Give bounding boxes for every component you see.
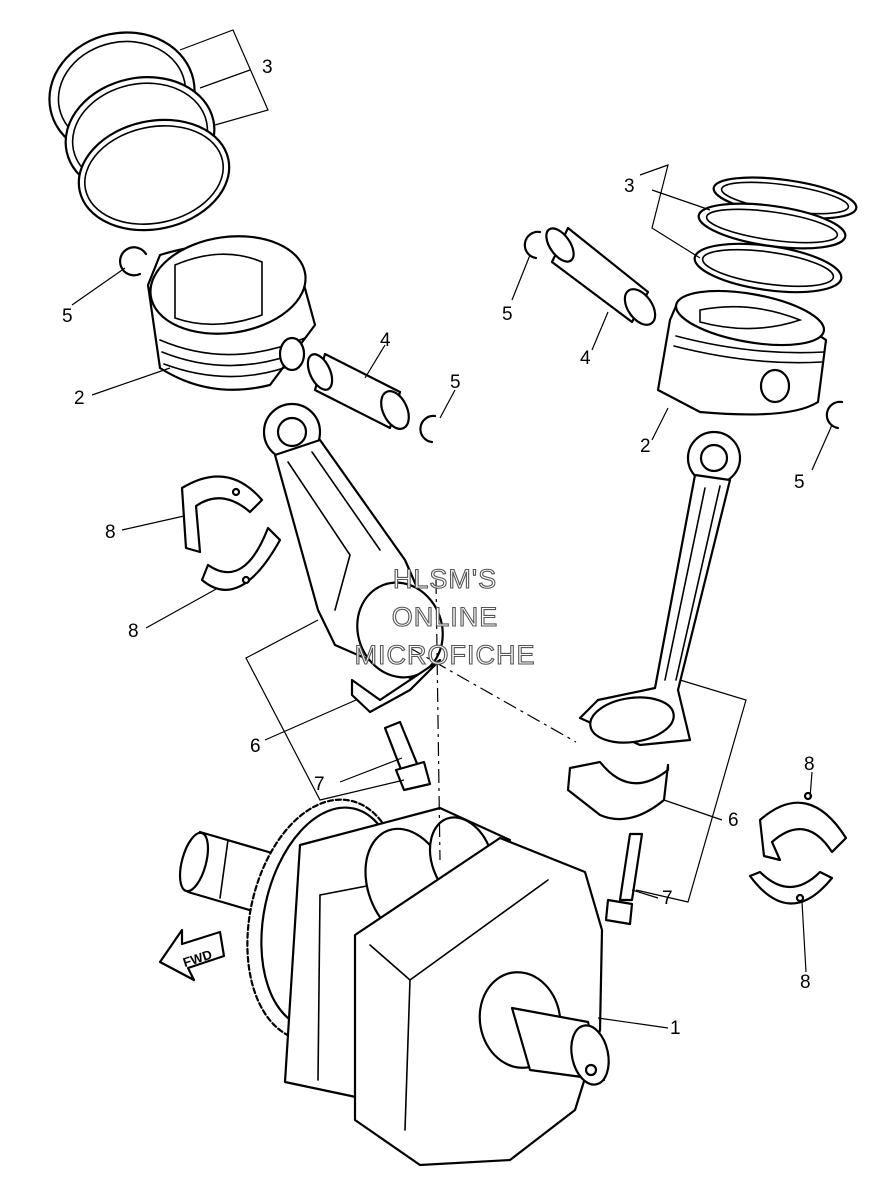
callout-conrod-right: 6 [728, 810, 739, 831]
callout-pin-right: 4 [580, 348, 591, 369]
bearing-shells-right [748, 791, 848, 905]
callout-ring-right: 3 [624, 176, 635, 197]
callout-conrod-left: 6 [250, 736, 261, 757]
circlip-right-a [523, 230, 542, 260]
callout-pin-left: 4 [380, 330, 391, 351]
piston-left [146, 235, 317, 391]
watermark-line-1: HLSM'S [393, 564, 497, 594]
crankshaft [178, 798, 610, 1167]
callout-piston-left: 2 [74, 388, 85, 409]
callout-bolt-left: 7 [314, 774, 325, 795]
callout-piston-right: 2 [640, 436, 651, 457]
circlip-left-a [118, 246, 148, 277]
callout-bearing-right-b: 8 [800, 972, 811, 993]
callout-circlip-left-b: 5 [450, 372, 461, 393]
piston-rings-left [48, 31, 231, 232]
crankshaft-right-web [353, 836, 604, 1167]
forward-direction-arrow: FWD [158, 928, 226, 982]
watermark: HLSM'S ONLINE MICROFICHE [354, 563, 536, 670]
circlip-left-b [419, 414, 437, 444]
circlip-right-b [825, 400, 844, 430]
piston-pin-left [306, 352, 410, 430]
callout-circlip-left-a: 5 [62, 306, 73, 327]
callout-bearing-left-b: 8 [128, 621, 139, 642]
piston-pin-right [545, 226, 657, 326]
callout-crankshaft: 1 [670, 1018, 681, 1039]
callout-bearing-right-a: 8 [804, 754, 815, 775]
callout-circlip-right-a: 5 [502, 304, 513, 325]
conrod-bolt-right [604, 832, 644, 926]
bearing-shells-left [180, 475, 282, 591]
callout-circlip-right-b: 5 [794, 472, 805, 493]
leader-lines [71, 29, 833, 1029]
connecting-rod-left [262, 402, 444, 714]
callout-bolt-right: 7 [662, 888, 673, 909]
watermark-line-3: MICROFICHE [355, 640, 536, 670]
watermark-line-2: ONLINE [392, 602, 499, 632]
connecting-rod-right [566, 430, 742, 821]
crankshaft-right-shaft [478, 971, 610, 1086]
callout-bearing-left-a: 8 [105, 522, 116, 543]
piston-right [656, 289, 828, 416]
conrod-bolt-left [383, 720, 432, 792]
callout-ring-left: 3 [262, 57, 273, 78]
piston-rings-right [693, 176, 858, 294]
callout-labels: 3 5 2 4 5 8 8 6 7 3 5 4 2 5 8 6 7 8 1 [62, 57, 815, 1039]
